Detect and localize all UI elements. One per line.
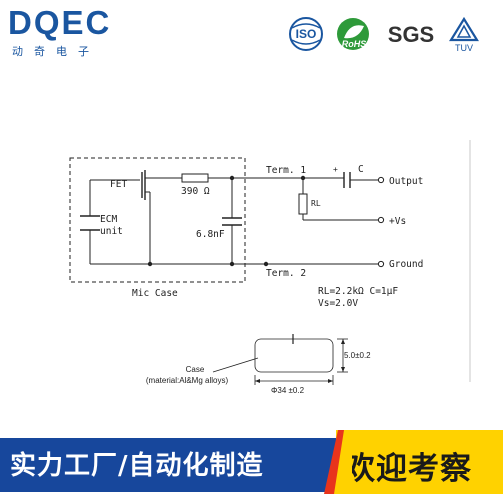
circuit-diagram: FET 390 Ω 6.8nF ECM unit Mic Case Term. … [69, 140, 471, 395]
resistor-390-label: 390 Ω [181, 186, 210, 197]
capacitor-c-label: C [358, 164, 364, 175]
load-resistor [298, 193, 308, 215]
junction-dot [229, 261, 235, 267]
brand-logo: DQEC 动奇电子 [8, 6, 138, 66]
output-label: Output [389, 176, 423, 187]
fet-label: FET [110, 179, 127, 190]
rohs-certification-logo: RoHS [337, 18, 369, 50]
banner-accent-shape [324, 430, 352, 494]
case-label: Case [186, 365, 205, 374]
sgs-label: SGS [388, 22, 434, 47]
banner-left-text: 实力工厂/自动化制造 [10, 451, 264, 481]
junction-dot [147, 261, 153, 267]
values-line2: Vs=2.0V [318, 298, 358, 309]
dim-arrow-icon [341, 367, 345, 372]
mic-case-label: Mic Case [132, 288, 178, 299]
mic-case-boundary [69, 157, 246, 283]
banner-right-text: 欢迎考察 [344, 451, 472, 487]
brand-subtitle: 动奇电子 [12, 45, 100, 58]
vs-terminal [377, 216, 385, 224]
values-line1: RL=2.2kΩ C=1μF [318, 286, 398, 297]
vs-label: +Vs [389, 216, 406, 227]
bottom-banner: 实力工厂/自动化制造 欢迎考察 [0, 430, 503, 494]
dim-arrow-icon [328, 379, 333, 383]
iso-certification-logo: ISO [289, 17, 323, 51]
ground-label: Ground [389, 259, 423, 270]
term1-label: Term. 1 [266, 165, 306, 176]
dim-arrow-icon [341, 339, 345, 344]
junction-dot [229, 175, 235, 181]
tuv-certification-logo: TUV [449, 16, 479, 53]
case-material-label: (material:Al&Mg alloys) [146, 376, 229, 385]
plus-sign: + [333, 165, 338, 174]
leaf-icon [344, 25, 364, 39]
junction-dot [263, 261, 269, 267]
term2-label: Term. 2 [266, 268, 306, 279]
sgs-certification-logo: SGS [388, 22, 434, 47]
diameter-dimension-label: Φ34 ±0.2 [271, 386, 305, 395]
rl-label: RL [311, 199, 321, 208]
iso-label: ISO [296, 27, 317, 41]
banner-left-panel: 实力工厂/自动化制造 [0, 438, 336, 492]
capacitor-68nf-label: 6.8nF [196, 229, 225, 240]
dim-arrow-icon [255, 379, 260, 383]
height-dimension-label: 5.0±0.2 [344, 351, 371, 360]
ecm-unit-label: unit [100, 226, 123, 237]
ecm-label: ECM [100, 214, 117, 225]
output-terminal [377, 176, 385, 184]
resistor-390 [181, 173, 209, 183]
junction-dot [300, 175, 306, 181]
case-outline [254, 338, 334, 373]
tuv-label: TUV [455, 43, 473, 53]
ground-terminal [377, 260, 385, 268]
banner-right-panel: 欢迎考察 [336, 430, 503, 494]
rohs-label: RoHS [342, 39, 367, 49]
brand-name: DQEC [8, 4, 112, 41]
certification-logos: ISO RoHS SGS TUV [280, 14, 500, 54]
